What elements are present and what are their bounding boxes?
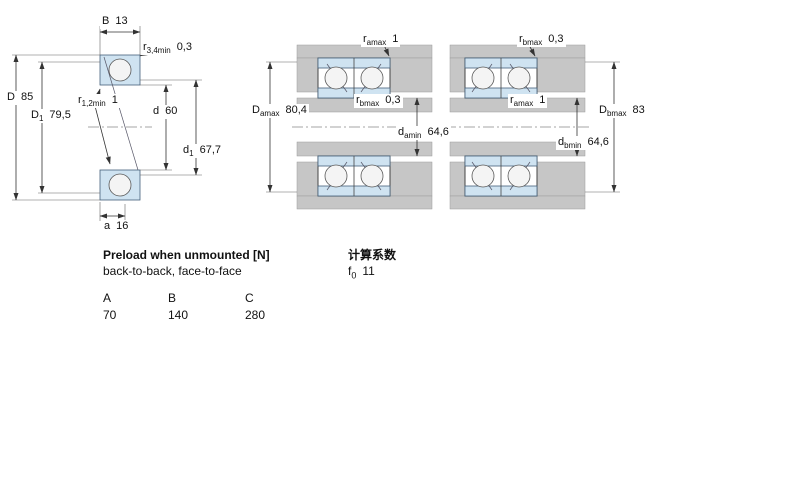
dim-label-D1: D1 79,5 [29,109,73,124]
dim-symbol: r [363,33,367,45]
preload-value-C: 280 [245,308,266,322]
dim-label-d: d 60 [151,105,180,120]
dim-symbol: d [398,126,405,138]
dim-subscript: amin [404,131,422,141]
dim-label-ra-max-ftf: ramax 1 [508,94,548,109]
dim-symbol: d [183,144,190,156]
dim-subscript: amax [259,109,280,119]
dim-label-d1: d1 67,7 [181,144,223,159]
preload-subtitle: back-to-back, face-to-face [103,264,242,278]
preload-header-B: B [168,291,177,305]
dim-value: 1 [392,33,399,45]
dim-value: 16 [116,220,129,232]
dim-subscript: bmax [522,38,543,48]
dim-symbol: r [356,94,360,106]
dim-value: 1 [539,94,546,106]
preload-header-A: A [103,291,112,305]
dim-symbol: D [7,91,15,103]
preload-value-A: 70 [103,308,117,322]
factor-subscript: 0 [351,270,357,281]
dim-subscript: bmin [564,141,582,151]
dim-symbol: r [519,33,523,45]
dim-symbol: a [104,220,111,232]
dim-symbol: D [252,104,260,116]
face-to-face-arrangement-drawing [445,44,620,210]
dim-value: 0,3 [385,94,401,106]
dim-label-Da-max: Damax 80,4 [250,104,309,119]
dim-label-rb-max-btb: rbmax 0,3 [354,94,403,109]
dim-subscript: bmax [359,99,380,109]
contact-angle-line [103,56,139,171]
dim-subscript: 1,2min [81,99,106,109]
dim-value: 85 [20,91,34,103]
dim-label-da-min: damin 64,6 [396,126,451,141]
bearing-ball [324,164,348,188]
dim-label-B: B 13 [100,15,130,30]
calculation-factor-f0: f0 11 [348,265,375,282]
factor-symbol: f [348,264,352,278]
dim-value: 83 [632,104,645,116]
dim-value: 80,4 [285,104,307,116]
dim-value: 60 [165,105,178,117]
bearing-ball [360,164,384,188]
dim-subscript: amax [366,38,387,48]
dim-symbol: B [102,15,110,27]
calculation-factors-title: 计算系数 [348,248,397,262]
dim-subscript: 3,4min [146,46,171,56]
dim-label-ra-max-btb: ramax 1 [361,33,401,48]
preload-title: Preload when unmounted [N] [103,248,270,262]
dim-label-rb-max-ftf: rbmax 0,3 [517,33,566,48]
bearing-ball [507,164,531,188]
dim-value: 0,3 [176,41,192,53]
housing-and-shaft [296,44,433,210]
bearing-ball [507,66,531,90]
dim-label-r34min: r3,4min 0,3 [141,41,194,56]
back-to-back-arrangement-drawing [266,44,437,210]
dim-value: 67,7 [199,144,221,156]
dim-symbol: d [153,105,160,117]
preload-header-C: C [245,291,254,305]
dim-value: 64,6 [587,136,609,148]
dim-value: 79,5 [49,109,71,121]
bearing-ball [324,66,348,90]
housing-and-shaft [449,44,586,210]
bearing-cross-section-drawing [12,26,202,221]
dim-value: 0,3 [548,33,564,45]
bearing-ball [471,164,495,188]
bearing-ball [108,173,132,197]
dim-symbol: r [143,41,147,53]
dim-symbol: D [31,109,39,121]
dim-label-D: D 85 [5,91,36,106]
dim-subscript: 1 [38,114,44,124]
dim-subscript: bmax [606,109,627,119]
dim-subscript: 1 [189,149,194,159]
bearing-ball [471,66,495,90]
dim-label-r12min: r1,2min 1 [76,94,120,109]
dim-value: 1 [111,94,118,106]
dim-label-a: a 16 [102,220,131,235]
dim-label-Db-max: Dbmax 83 [597,104,647,119]
dim-symbol: r [510,94,514,106]
dim-symbol: r [78,94,82,106]
bearing-ball [360,66,384,90]
dim-value: 64,6 [427,126,449,138]
preload-value-B: 140 [168,308,189,322]
dim-subscript: amax [513,99,534,109]
dim-symbol: D [599,104,607,116]
dim-symbol: d [558,136,565,148]
bearing-ball [108,58,132,82]
factor-value: 11 [362,264,375,278]
dim-label-db-min: dbmin 64,6 [556,136,611,151]
dim-value: 13 [115,15,128,27]
